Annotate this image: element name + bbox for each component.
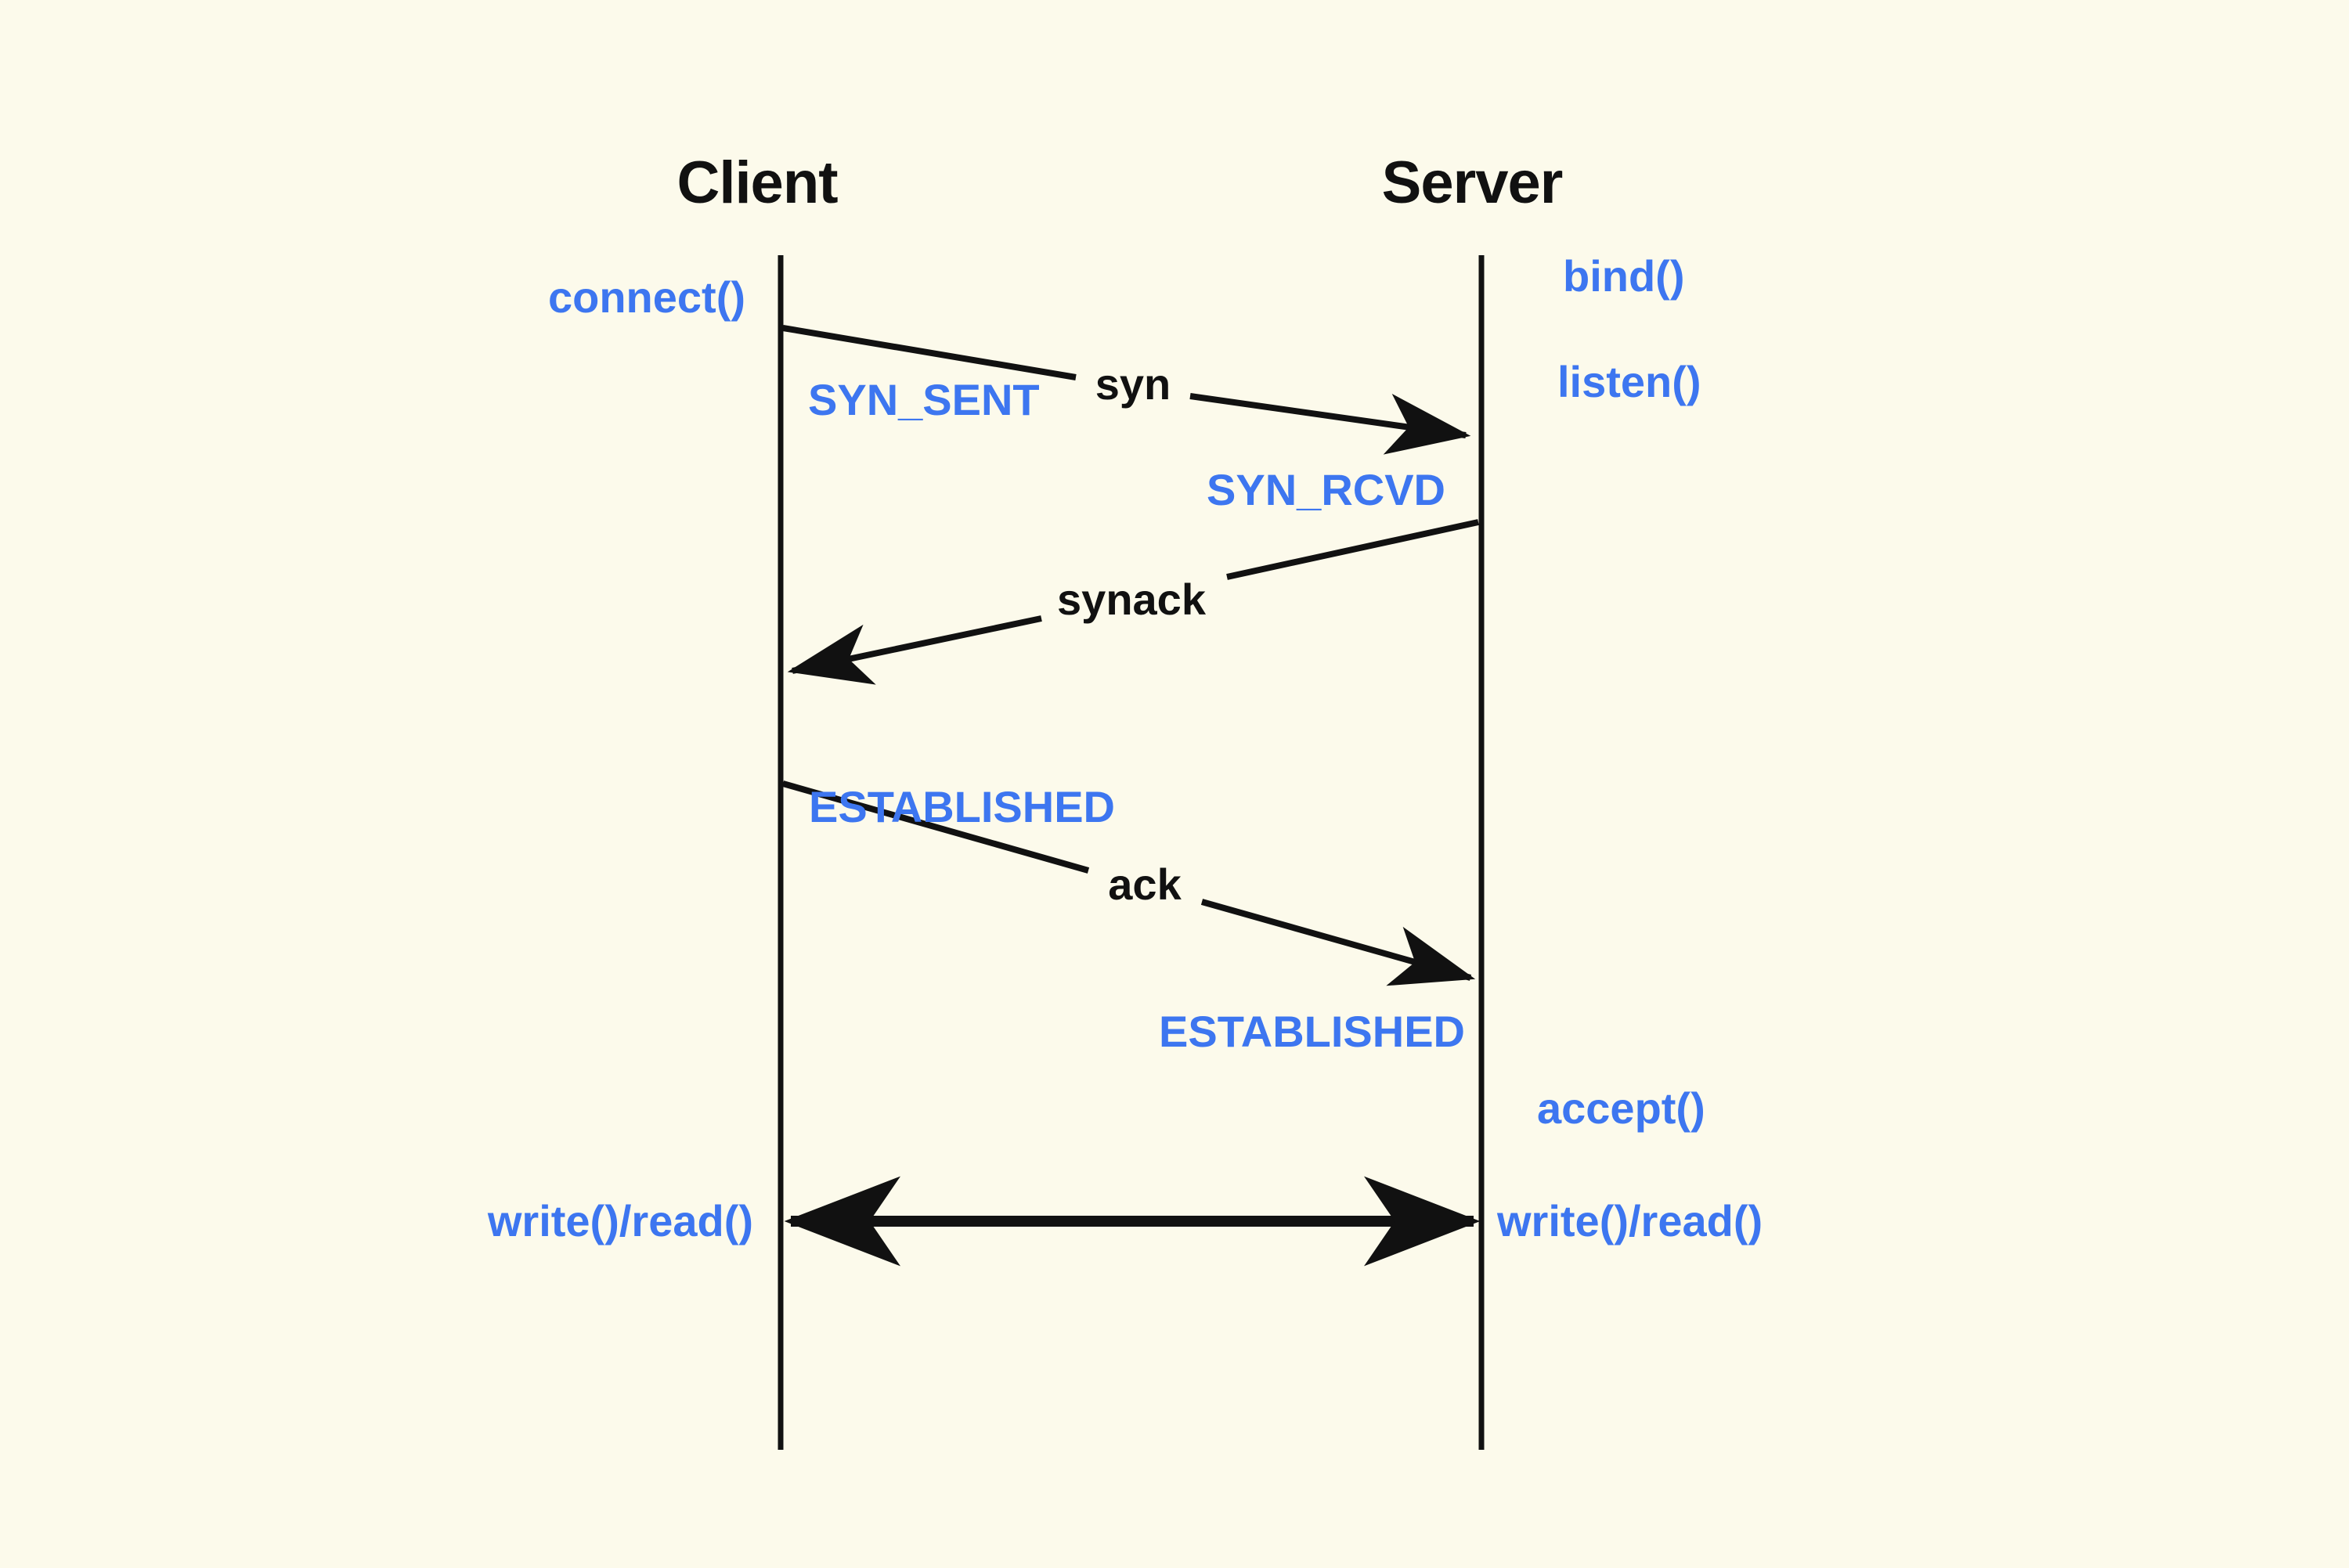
message-label-syn: syn — [1095, 359, 1171, 409]
label-connect: connect() — [548, 272, 745, 322]
label-established-server: ESTABLISHED — [1159, 1007, 1465, 1056]
label-syn-rcvd: SYN_RCVD — [1207, 465, 1445, 514]
label-write-read-server: write()/read() — [1497, 1196, 1763, 1245]
label-write-read-client: write()/read() — [487, 1196, 753, 1245]
message-arrow-syn-segment-a — [782, 325, 1077, 380]
message-label-ack: ack — [1108, 860, 1182, 909]
participant-title-server: Server — [1381, 150, 1564, 216]
message-arrow-synack-segment-b — [787, 615, 1042, 685]
participant-title-client: Client — [677, 150, 838, 216]
message-arrow-ack-segment-b — [1200, 899, 1476, 986]
message-arrow-ack-segment-a — [781, 780, 1090, 874]
label-syn-sent: SYN_SENT — [808, 375, 1040, 424]
label-established-client: ESTABLISHED — [809, 782, 1115, 831]
message-arrow-synack-segment-a — [1226, 519, 1479, 580]
message-label-synack: synack — [1057, 575, 1206, 624]
label-bind: bind() — [1563, 251, 1685, 301]
message-arrow-syn-segment-b — [1189, 393, 1471, 455]
label-accept: accept() — [1537, 1083, 1705, 1133]
label-listen: listen() — [1557, 357, 1701, 406]
